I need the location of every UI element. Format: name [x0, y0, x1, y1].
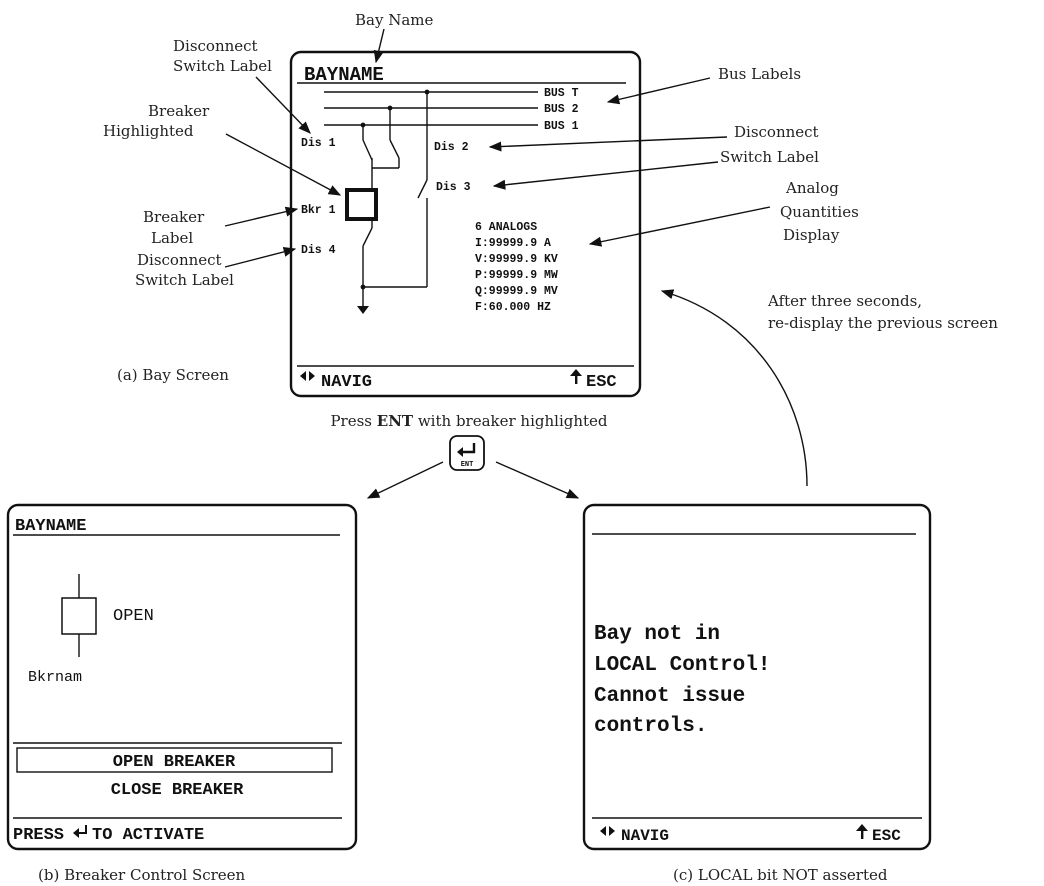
- left-right-arrows-icon: [600, 826, 615, 836]
- nav-label[interactable]: NAVIG: [621, 827, 669, 845]
- callout-disconnect-right-2: Switch Label: [720, 148, 819, 166]
- bus-label-t: BUS T: [544, 87, 579, 100]
- local-screen-frame: [582, 503, 932, 851]
- esc-label[interactable]: ESC: [872, 827, 901, 845]
- callout-arrow: [224, 206, 299, 227]
- dis4-label: Dis 4: [301, 244, 336, 257]
- enter-arrow-icon: [73, 825, 87, 838]
- caption-bay-screen: (a) Bay Screen: [117, 366, 229, 384]
- callout-analog-1: Analog: [785, 179, 839, 197]
- callout-breaker-highlighted-1: Breaker: [148, 102, 210, 120]
- message-line: Cannot issue: [594, 685, 745, 708]
- callout-analog-3: Display: [783, 226, 840, 244]
- dis2-switch: [389, 139, 400, 159]
- local-not-asserted-screen: Bay not in LOCAL Control! Cannot issue c…: [582, 503, 932, 851]
- analog-line: F:60.000 HZ: [475, 301, 551, 314]
- callout-bay-name: Bay Name: [355, 11, 433, 29]
- caption-press-ent: Press ENT with breaker highlighted: [330, 412, 607, 430]
- caption-local-not-asserted: (c) LOCAL bit NOT asserted: [673, 866, 888, 884]
- caption-breaker-control: (b) Breaker Control Screen: [38, 866, 246, 884]
- breaker-highlighted[interactable]: [345, 188, 378, 221]
- callout-breaker-label-1: Breaker: [143, 208, 205, 226]
- breaker-name: Bkrnam: [28, 669, 82, 686]
- bay-screen-title: BAYNAME: [304, 64, 384, 86]
- arrow-to-local-screen: [495, 461, 580, 499]
- callout-arrow: [224, 246, 297, 268]
- callout-disconnect-right-1: Disconnect: [734, 123, 819, 141]
- callout-arrow: [225, 133, 342, 196]
- analog-quantities: 6 ANALOGS I:99999.9 A V:99999.9 KV P:999…: [475, 221, 558, 314]
- callout-analog-2: Quantities: [780, 203, 859, 221]
- callout-breaker-label-2: Label: [151, 229, 193, 247]
- dis3-label: Dis 3: [436, 181, 471, 194]
- nav-label[interactable]: NAVIG: [321, 373, 372, 392]
- analog-line: Q:99999.9 MV: [475, 285, 558, 298]
- callout-breaker-highlighted-2: Highlighted: [103, 122, 194, 140]
- bus-label-2: BUS 2: [544, 103, 579, 116]
- callout-arrow: [606, 77, 711, 105]
- esc-label[interactable]: ESC: [586, 373, 617, 392]
- footer-press: PRESS: [13, 826, 64, 845]
- arrow-to-breaker-screen: [366, 461, 444, 499]
- dis1-switch: [362, 139, 373, 161]
- footer-to-activate: TO ACTIVATE: [92, 826, 204, 845]
- menu-selection-box: [16, 747, 333, 773]
- callout-bus-labels: Bus Labels: [718, 65, 801, 83]
- bkr1-label: Bkr 1: [301, 204, 336, 217]
- analog-line: 6 ANALOGS: [475, 221, 537, 234]
- return-arrow: [660, 289, 808, 487]
- callout-arrow: [373, 28, 385, 64]
- enter-arrow-icon: [462, 443, 476, 454]
- callout-disconnect-top-1: Disconnect: [173, 37, 258, 55]
- bay-screen-callouts: Bay Name Disconnect Switch Label Breaker…: [103, 11, 998, 487]
- callout-arrow: [492, 161, 719, 190]
- up-arrow-icon: [856, 824, 868, 839]
- message-line: Bay not in: [594, 623, 720, 646]
- breaker-state: OPEN: [113, 607, 154, 626]
- breaker-control-screen: BAYNAME OPEN Bkrnam OPEN BREAKER CLOSE B…: [6, 503, 358, 851]
- bus-label-1: BUS 1: [544, 120, 579, 133]
- breaker-symbol: [61, 597, 97, 635]
- callout-after-three-2: re-display the previous screen: [768, 314, 998, 332]
- message-line: LOCAL Control!: [594, 654, 770, 677]
- callout-arrow: [588, 206, 771, 247]
- dis2-label: Dis 2: [434, 141, 469, 154]
- close-breaker-option[interactable]: CLOSE BREAKER: [111, 781, 244, 800]
- bay-screen-frame: [289, 50, 642, 398]
- callout-disconnect-bottom-2: Switch Label: [135, 271, 234, 289]
- dis4-switch: [362, 227, 373, 247]
- callout-after-three-1: After three seconds,: [767, 292, 922, 310]
- left-right-arrows-icon: [300, 371, 315, 381]
- analog-line: P:99999.9 MW: [475, 269, 558, 282]
- callout-arrow: [488, 136, 728, 152]
- dis1-label: Dis 1: [301, 137, 336, 150]
- bay-screen: BAYNAME BUS T BUS 2 BUS 1: [289, 50, 642, 398]
- analog-line: V:99999.9 KV: [475, 253, 558, 266]
- message-line: controls.: [594, 715, 707, 738]
- enter-arrow-head: [457, 447, 463, 457]
- callout-disconnect-top-2: Switch Label: [173, 57, 272, 75]
- ent-key-label: ENT: [461, 461, 474, 469]
- callout-disconnect-bottom-1: Disconnect: [137, 251, 222, 269]
- up-arrow-icon: [570, 369, 582, 384]
- breaker-screen-title: BAYNAME: [15, 517, 86, 536]
- feeder-arrow-icon: [357, 306, 369, 314]
- analog-line: I:99999.9 A: [475, 237, 551, 250]
- open-breaker-option[interactable]: OPEN BREAKER: [113, 753, 236, 772]
- ent-key[interactable]: ENT: [449, 435, 485, 471]
- callout-arrow: [255, 76, 311, 134]
- dis3-switch: [417, 179, 428, 199]
